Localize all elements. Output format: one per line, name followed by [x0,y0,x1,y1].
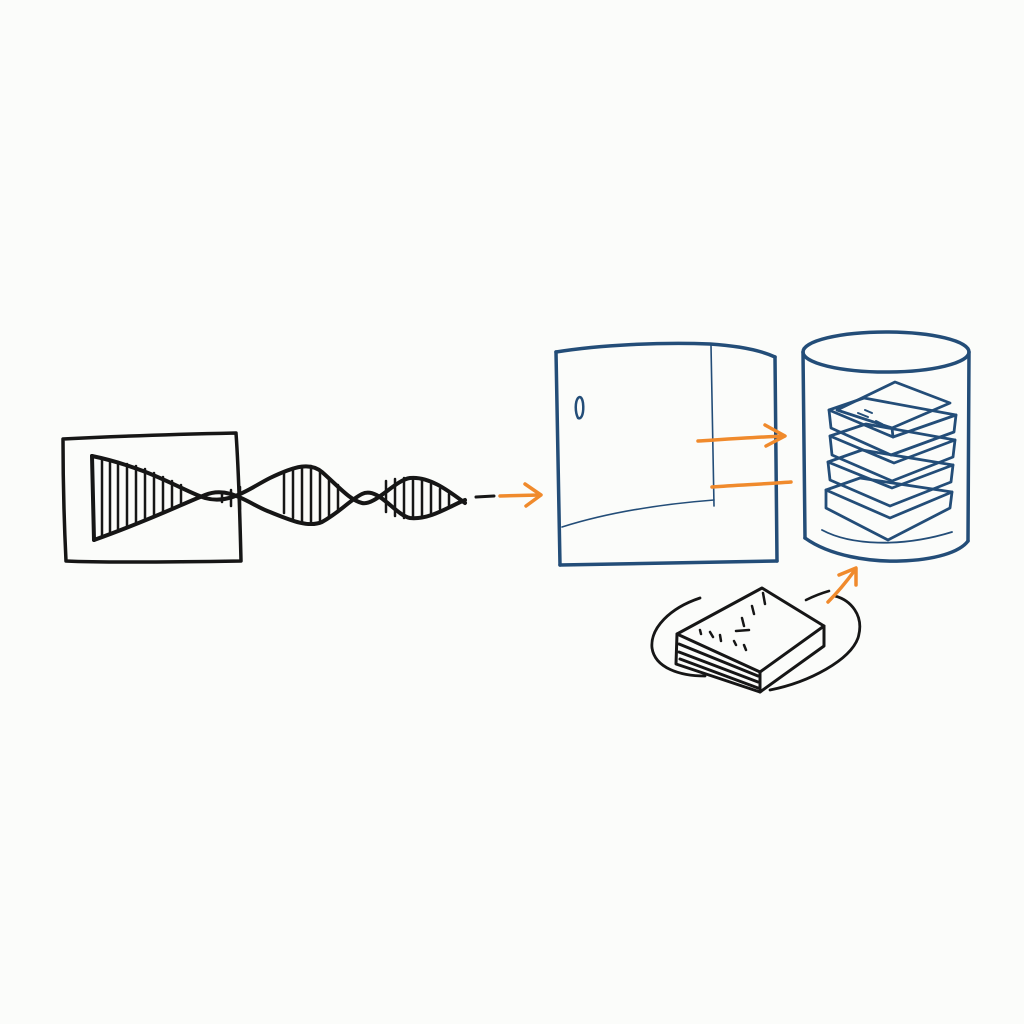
container-right-wall [773,355,779,563]
book-icon [650,566,862,694]
container-left-wall [554,350,562,567]
cylinder-right-wall [966,350,971,543]
book-swirl-outer [768,594,862,692]
dna-left-cap [90,454,96,542]
dna-panel-frame [61,431,243,564]
arrow-container-to-database [696,423,793,489]
cylinder-inner-floor [821,529,953,544]
database-cylinder-icon [801,330,971,563]
book-swirl-loop [650,596,707,678]
container-highlight [574,395,585,420]
dna-strand-upper [90,454,467,506]
arrow-book-to-database [804,566,858,604]
arrow-dna-to-container [474,482,543,508]
container-inner-floor [561,499,715,528]
container-inner-edge [710,344,715,507]
open-container-icon [554,341,779,567]
cylinder-top [801,330,971,374]
container-top-rim [554,341,777,359]
dna-rungs [100,458,451,537]
cylinder-left-wall [801,350,807,540]
cylinder-bottom [803,536,970,563]
container-bottom [558,559,779,567]
dna-strand-lower [92,490,467,542]
dna-panel [61,431,467,564]
dna-helix-icon [90,454,467,542]
book-stack-icon [824,380,958,542]
single-book [674,586,826,694]
